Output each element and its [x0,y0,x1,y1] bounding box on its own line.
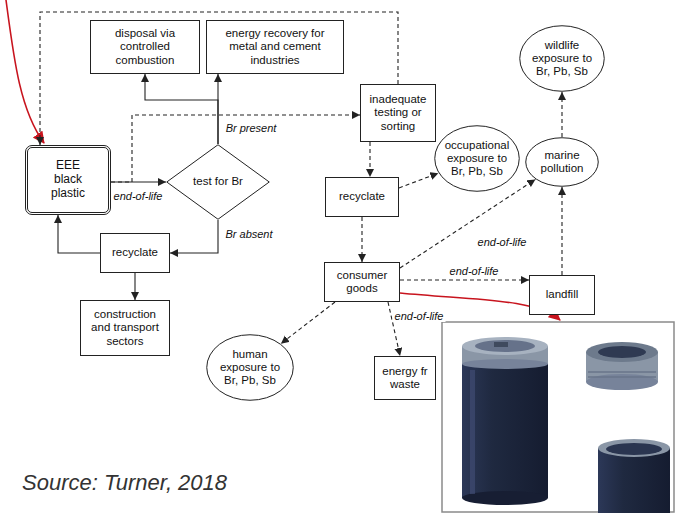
node-text: recyclate [339,190,385,203]
ellipse-shape [526,138,599,187]
tumbler-lid-edge [462,359,548,369]
exposure-ellipse: human exposure to Br, Pb, Sb [206,334,294,401]
edge-label: Br absent [223,228,274,240]
dashed-arrow [399,173,438,188]
cup-inside [606,443,662,455]
node-text: energy fr waste [381,365,429,391]
lid-threads [588,372,656,377]
tumbler-highlight [470,370,475,494]
node-text: inadequate testing or sorting [367,93,429,133]
edge-label: Br present [224,122,279,134]
node-text: consumer goods [331,269,393,295]
exposure-ellipse: occupational exposure to Br, Pb, Sb [434,125,520,192]
source-note: Source: Turner, 2018 [22,470,227,496]
node-text: human exposure to Br, Pb, Sb [215,348,285,388]
red-pointer-arrow [6,0,44,143]
process-box: disposal via controlled combustion [90,20,200,74]
dashed-arrow [361,217,362,262]
ellipse-shape [207,335,294,401]
tumbler-lid-top [462,337,548,355]
diamond-shape [167,145,270,220]
dashed-arrow [400,179,535,268]
cup-body [598,448,670,513]
node-text: energy recovery for metal and cement ind… [213,27,337,67]
tumbler-photo [462,337,548,505]
dashed-arrow [40,12,398,145]
node-text: disposal via controlled combustion [97,27,193,67]
node-text: EEE black plastic [42,159,94,200]
edge-label: end-of-life [476,236,529,248]
process-box: inadequate testing or sorting [360,84,436,142]
dashed-arrow [561,92,562,137]
flow-arrow [170,220,218,253]
edge-label: end-of-life [448,265,501,277]
node-text: occupational exposure to Br, Pb, Sb [443,139,511,179]
decision-diamond: test for Br [166,144,270,220]
edge-label: end-of-life [393,310,446,322]
lid-top [586,342,658,362]
process-box: consumer goods [324,262,400,302]
process-box: recyclate [325,177,399,217]
node-text: landfill [546,288,579,301]
tumbler-body [462,362,548,498]
node-text: marine pollution [532,149,592,175]
process-box: recyclate [100,233,170,273]
cup-rim [598,439,670,457]
process-box: energy recovery for metal and cement ind… [206,20,344,74]
lid-photo [586,342,658,390]
exposure-ellipse: wildlife exposure to Br, Pb, Sb [519,25,605,92]
dashed-arrow [369,142,370,177]
dashed-arrow [281,302,335,344]
dashed-arrow [561,187,562,275]
flow-arrow [145,74,218,144]
flow-arrow [134,273,135,300]
source-box: EEE black plastic [25,145,111,215]
dashed-arrow [400,279,529,280]
photo-panel [442,322,674,512]
cup-photo [598,439,670,513]
process-box: construction and transport sectors [80,300,170,356]
node-text: test for Br [193,175,243,188]
node-text: wildlife exposure to Br, Pb, Sb [528,39,596,79]
ellipse-shape [520,26,605,92]
exposure-ellipse: marine pollution [525,137,599,187]
flow-arrow [58,215,100,253]
tumbler-lid-recess [475,340,535,352]
lid-opening [598,346,646,358]
node-text: recyclate [112,246,158,259]
process-box: landfill [529,275,595,315]
node-text: construction and transport sectors [87,308,163,348]
ellipse-shape [435,126,520,192]
connector-group [40,12,562,356]
edge-label: end-of-life [112,190,165,202]
process-box: energy fr waste [374,356,436,400]
tumbler-slot [494,342,508,347]
